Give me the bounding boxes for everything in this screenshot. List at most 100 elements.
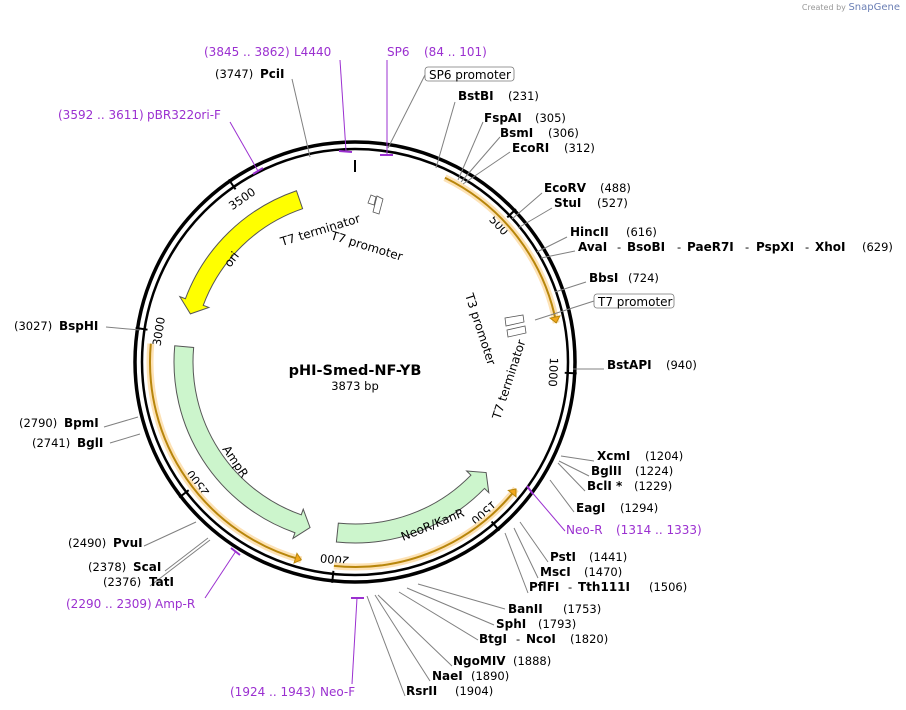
site-naei: NaeI xyxy=(432,669,463,683)
orf-arrowhead-0 xyxy=(548,315,561,324)
orf-arc-1 xyxy=(333,488,517,568)
site-xcmi: XcmI xyxy=(597,449,630,463)
site-psti: PstI xyxy=(550,550,576,564)
primer-neof-range: (1924 .. 1943) xyxy=(230,685,316,699)
t7-terminator-arrow xyxy=(367,194,377,206)
site-ncoi-pos: (1820) xyxy=(570,632,608,646)
orf-arc-2 xyxy=(149,343,302,561)
site-tth111i-group: PflFI - Tth111I (1506) xyxy=(529,580,687,594)
site-pflfi: PflFI xyxy=(529,580,559,594)
site-ecorv-pos: (488) xyxy=(600,181,631,195)
site-scai: ScaI xyxy=(133,560,161,574)
site-tati-pos: (2376) xyxy=(103,575,141,589)
primer-leaders xyxy=(204,59,566,685)
site-bbsi-pos: (724) xyxy=(628,271,659,285)
site-rsrii-pos: (1904) xyxy=(455,684,493,698)
site-bgli-pos: (2741) xyxy=(32,436,70,450)
sp6-promoter-box: SP6 promoter xyxy=(387,66,515,149)
site-bbsi: BbsI xyxy=(589,271,618,285)
site-xhoi-pos: (629) xyxy=(862,240,893,254)
orf-arrowhead-2 xyxy=(293,552,303,564)
site-avai-sep4: - xyxy=(805,240,809,254)
site-bsphi-pos: (3027) xyxy=(14,319,52,333)
site-ecori: EcoRI xyxy=(512,141,549,155)
site-ngomiv: NgoMIV xyxy=(453,654,506,668)
primer-ampr-name: Amp-R xyxy=(155,597,195,611)
primer-l4440-range: (3845 .. 3862) xyxy=(204,45,290,59)
site-leaders xyxy=(103,78,604,697)
site-bstbi: BstBI xyxy=(458,89,494,103)
site-hincii-pos: (616) xyxy=(626,225,657,239)
site-bpmi-pos: (2790) xyxy=(19,416,57,430)
site-avai-sep1: - xyxy=(617,240,621,254)
site-naei-pos: (1890) xyxy=(471,669,509,683)
site-avai: AvaI xyxy=(578,240,607,254)
site-avai-sep3: - xyxy=(745,240,749,254)
tick-3000 xyxy=(135,326,148,331)
tick-500 xyxy=(506,208,517,219)
site-avai-sep2: - xyxy=(677,240,681,254)
site-msci-pos: (1470) xyxy=(584,565,622,579)
site-banii: BanII xyxy=(508,602,543,616)
site-banii-pos: (1753) xyxy=(563,602,601,616)
site-bglii: BglII xyxy=(591,464,622,478)
plasmid-name: pHI-Smed-NF-YB xyxy=(289,363,422,379)
primer-sp6-range: (84 .. 101) xyxy=(424,45,487,59)
tick-1500 xyxy=(490,520,501,532)
tick-2500 xyxy=(178,489,190,499)
t7-promoter-arrow xyxy=(372,195,384,215)
t7-terminator-right-arrow xyxy=(506,325,527,338)
site-fspai: FspAI xyxy=(484,111,522,125)
t3-right-group: T3 promoter T7 terminator xyxy=(462,291,529,422)
site-psti-pos: (1441) xyxy=(589,550,627,564)
sp6-promoter-label: SP6 promoter xyxy=(429,68,511,82)
site-bglii-pos: (1224) xyxy=(635,464,673,478)
site-bcli-pos: (1229) xyxy=(634,479,672,493)
site-sphi-pos: (1793) xyxy=(538,617,576,631)
site-bsobi: BsoBI xyxy=(627,240,665,254)
site-eagi: EagI xyxy=(576,501,605,515)
site-ecori-pos: (312) xyxy=(564,141,595,155)
tick-label-3000: 3000 xyxy=(150,316,168,347)
site-bsmi-pos: (306) xyxy=(548,126,579,140)
site-bpmi: BpmI xyxy=(64,416,99,430)
sp6-promoter-rect xyxy=(424,66,515,82)
site-xhoi-group: AvaI - BsoBI - PaeR7I - PspXI - XhoI (62… xyxy=(578,240,893,254)
primer-ampr-range: (2290 .. 2309) xyxy=(66,597,152,611)
tick-2000 xyxy=(331,570,335,583)
feature-t3-promoter: T3 promoter xyxy=(462,291,499,367)
site-bstapi: BstAPI xyxy=(607,358,652,372)
snapgene-credit: Created by SnapGene xyxy=(802,2,900,13)
primer-pbr322-range: (3592 .. 3611) xyxy=(58,108,144,122)
site-fspai-pos: (305) xyxy=(535,111,566,125)
site-pvui: PvuI xyxy=(113,536,143,550)
tick-1000 xyxy=(564,371,577,375)
site-ecorv: EcoRV xyxy=(544,181,587,195)
sp6-promoter-leader xyxy=(387,74,426,149)
snapgene-brand: SnapGene xyxy=(848,2,900,13)
site-bsmi: BsmI xyxy=(500,126,533,140)
site-pcii: PciI xyxy=(260,67,285,81)
site-scai-pos: (2378) xyxy=(88,560,126,574)
orf-arcs xyxy=(146,174,561,571)
site-paer7i: PaeR7I xyxy=(687,240,734,254)
site-bcli: BclI * xyxy=(587,479,623,493)
tick-label-1000: 1000 xyxy=(545,357,560,387)
site-pcii-pos: (3747) xyxy=(215,67,253,81)
primer-neor-name: Neo-R xyxy=(566,523,603,537)
plasmid-length: 3873 bp xyxy=(331,379,379,393)
site-ncoi: NcoI xyxy=(526,632,556,646)
site-pflfi-sep: - xyxy=(568,580,572,594)
site-btgi: BtgI xyxy=(479,632,507,646)
site-stui-pos: (527) xyxy=(597,196,628,210)
site-bgli: BglI xyxy=(77,436,103,450)
site-xcmi-pos: (1204) xyxy=(645,449,683,463)
primer-neor-range: (1314 .. 1333) xyxy=(616,523,702,537)
site-btgi-sep: - xyxy=(516,632,520,646)
site-bstbi-pos: (231) xyxy=(508,89,539,103)
t7-promoter-leader xyxy=(534,300,595,321)
site-rsrii: RsrII xyxy=(406,684,437,698)
primer-sp6-name: SP6 xyxy=(387,45,410,59)
site-tth111i-pos: (1506) xyxy=(649,580,687,594)
